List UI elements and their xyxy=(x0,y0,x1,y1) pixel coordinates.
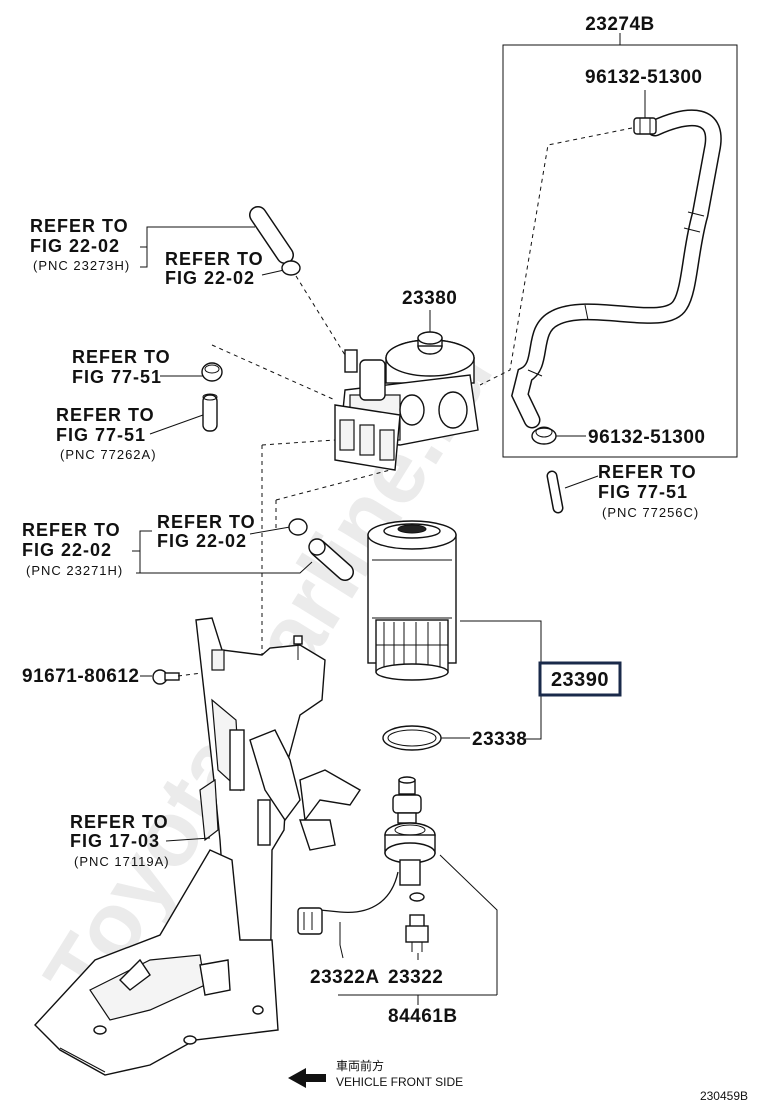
refer-fig: FIG 22-02 xyxy=(30,236,120,256)
refer-label: REFER TO xyxy=(598,462,697,482)
refer-pnc: (PNC 17119A) xyxy=(74,854,170,869)
refer-label: REFER TO xyxy=(30,216,129,236)
refer-fig: FIG 17-03 xyxy=(70,831,160,851)
o-ring xyxy=(382,725,442,751)
vacuum-switching-valve xyxy=(334,331,479,471)
part-number-96132-51300-bottom[interactable]: 96132-51300 xyxy=(588,427,706,448)
part-number-91671-80612[interactable]: 91671-80612 xyxy=(22,666,140,687)
part-number-23322A[interactable]: 23322A xyxy=(310,967,380,988)
refer-fig-77-51-c[interactable]: REFER TO FIG 77-51 (PNC 77256C) xyxy=(598,462,699,520)
hose-clamp-bottom xyxy=(531,426,557,445)
refer-fig: FIG 77-51 xyxy=(56,425,146,445)
refer-fig: FIG 22-02 xyxy=(165,268,255,288)
part-number-23322[interactable]: 23322 xyxy=(388,967,443,988)
hose-stub-top-left xyxy=(249,206,301,276)
refer-pnc: (PNC 23273H) xyxy=(33,258,130,273)
refer-label: REFER TO xyxy=(165,249,264,269)
refer-label: REFER TO xyxy=(22,520,121,540)
water-sensor xyxy=(384,776,436,886)
refer-fig-77-51-a[interactable]: REFER TO FIG 77-51 xyxy=(72,347,171,387)
refer-fig-22-02-c[interactable]: REFER TO FIG 22-02 (PNC 23271H) xyxy=(22,520,123,578)
clamp-small xyxy=(201,362,223,382)
refer-fig-22-02-d[interactable]: REFER TO FIG 22-02 xyxy=(157,512,256,551)
part-23390-highlight[interactable] xyxy=(538,661,622,697)
clamp-and-hose-mid xyxy=(288,518,354,581)
refer-fig: FIG 22-02 xyxy=(22,540,112,560)
refer-fig: FIG 77-51 xyxy=(598,482,688,502)
refer-label: REFER TO xyxy=(70,812,169,832)
part-number-84461B[interactable]: 84461B xyxy=(388,1006,458,1027)
refer-fig: FIG 22-02 xyxy=(157,531,247,551)
part-number-96132-51300-top[interactable]: 96132-51300 xyxy=(585,67,703,88)
bolt xyxy=(152,669,180,685)
hose-vertical-small xyxy=(202,393,218,432)
vehicle-front-jp: 車両前方 xyxy=(336,1058,384,1073)
diagram-code: 230459B xyxy=(700,1089,748,1103)
refer-pnc: (PNC 77262A) xyxy=(60,447,157,462)
refer-fig-77-51-b[interactable]: REFER TO FIG 77-51 (PNC 77262A) xyxy=(56,405,157,462)
refer-fig-17-03[interactable]: REFER TO FIG 17-03 (PNC 17119A) xyxy=(70,812,170,869)
small-sensor xyxy=(405,892,429,952)
refer-label: REFER TO xyxy=(157,512,256,532)
hose-kit-box xyxy=(502,44,738,458)
refer-pnc: (PNC 23271H) xyxy=(26,563,123,578)
hose-clamp-top xyxy=(633,117,657,135)
refer-label: REFER TO xyxy=(56,405,155,425)
hose-vertical-right xyxy=(546,470,564,514)
fuel-filter-element xyxy=(367,520,457,681)
fuel-hose xyxy=(511,109,722,429)
refer-pnc: (PNC 77256C) xyxy=(602,505,699,520)
refer-fig-22-02-b[interactable]: REFER TO FIG 22-02 xyxy=(165,249,264,288)
part-number-23274B[interactable]: 23274B xyxy=(585,14,655,35)
part-number-23338[interactable]: 23338 xyxy=(472,729,527,750)
vehicle-front-en: VEHICLE FRONT SIDE xyxy=(336,1075,463,1089)
frame-tray xyxy=(34,849,279,1076)
part-number-23380[interactable]: 23380 xyxy=(402,288,457,309)
refer-fig-22-02-a[interactable]: REFER TO FIG 22-02 (PNC 23273H) xyxy=(30,216,130,273)
vehicle-front-arrow-icon xyxy=(288,1068,326,1088)
refer-label: REFER TO xyxy=(72,347,171,367)
sensor-wire xyxy=(297,871,399,935)
part-number-23390[interactable]: 23390 xyxy=(551,669,609,691)
refer-fig: FIG 77-51 xyxy=(72,367,162,387)
